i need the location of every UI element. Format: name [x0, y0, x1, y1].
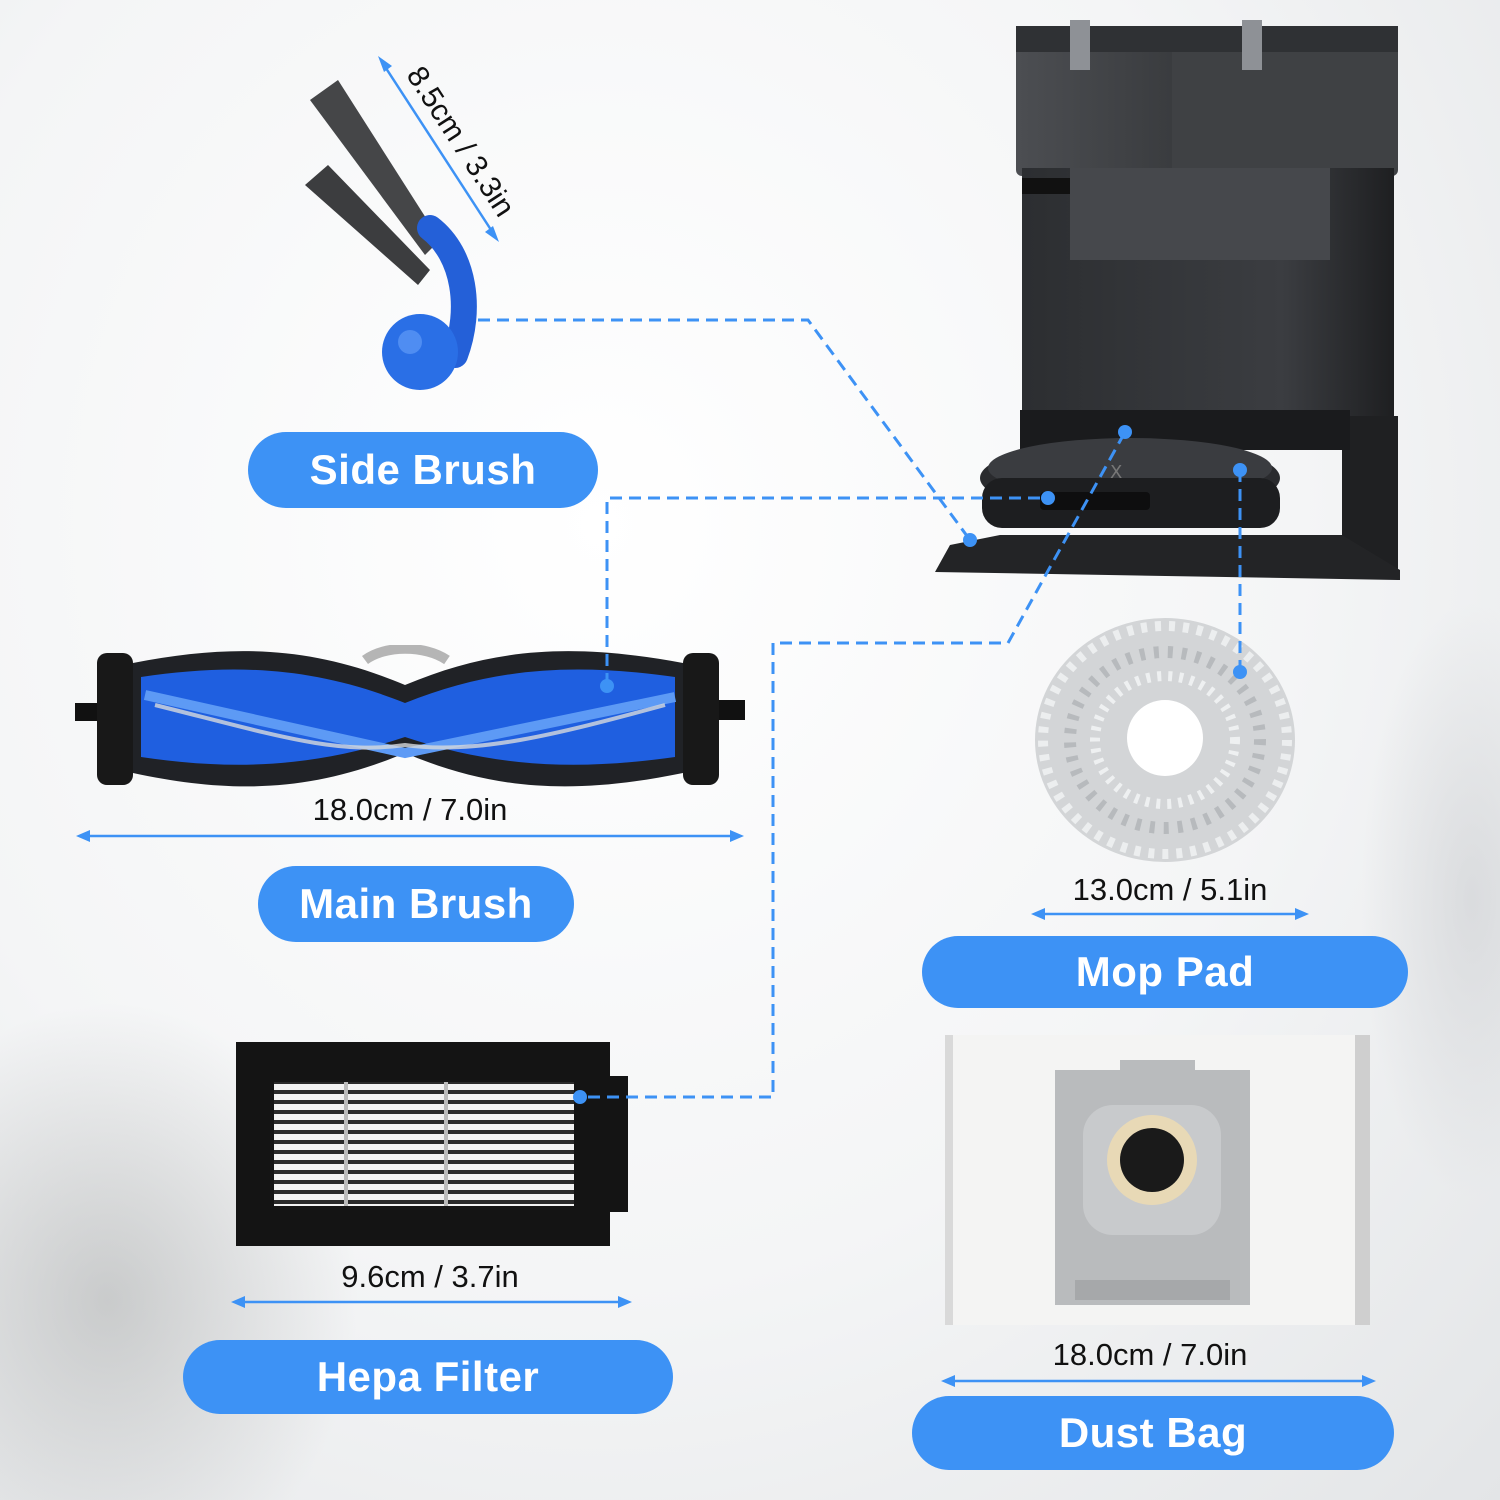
main-brush-label: Main Brush — [258, 866, 574, 942]
dust-bag-icon — [945, 1035, 1370, 1325]
svg-text:X: X — [1110, 462, 1122, 483]
mop-pad-label: Mop Pad — [922, 936, 1408, 1008]
robot-station-icon: X — [935, 20, 1400, 580]
side-brush-label: Side Brush — [248, 432, 598, 508]
mop-pad-icon — [1035, 618, 1295, 862]
dust-bag-label: Dust Bag — [912, 1396, 1394, 1470]
hepa-filter-label: Hepa Filter — [183, 1340, 673, 1414]
mop-pad-size: 13.0cm / 5.1in — [1072, 872, 1268, 907]
side-brush-icon — [305, 80, 477, 390]
background-blur — [1360, 600, 1500, 1200]
hepa-filter-icon — [236, 1042, 628, 1246]
main-brush-icon — [75, 645, 745, 787]
main-brush-size: 18.0cm / 7.0in — [312, 792, 508, 827]
dust-bag-size: 18.0cm / 7.0in — [1052, 1337, 1248, 1372]
hepa-filter-size: 9.6cm / 3.7in — [341, 1259, 519, 1294]
